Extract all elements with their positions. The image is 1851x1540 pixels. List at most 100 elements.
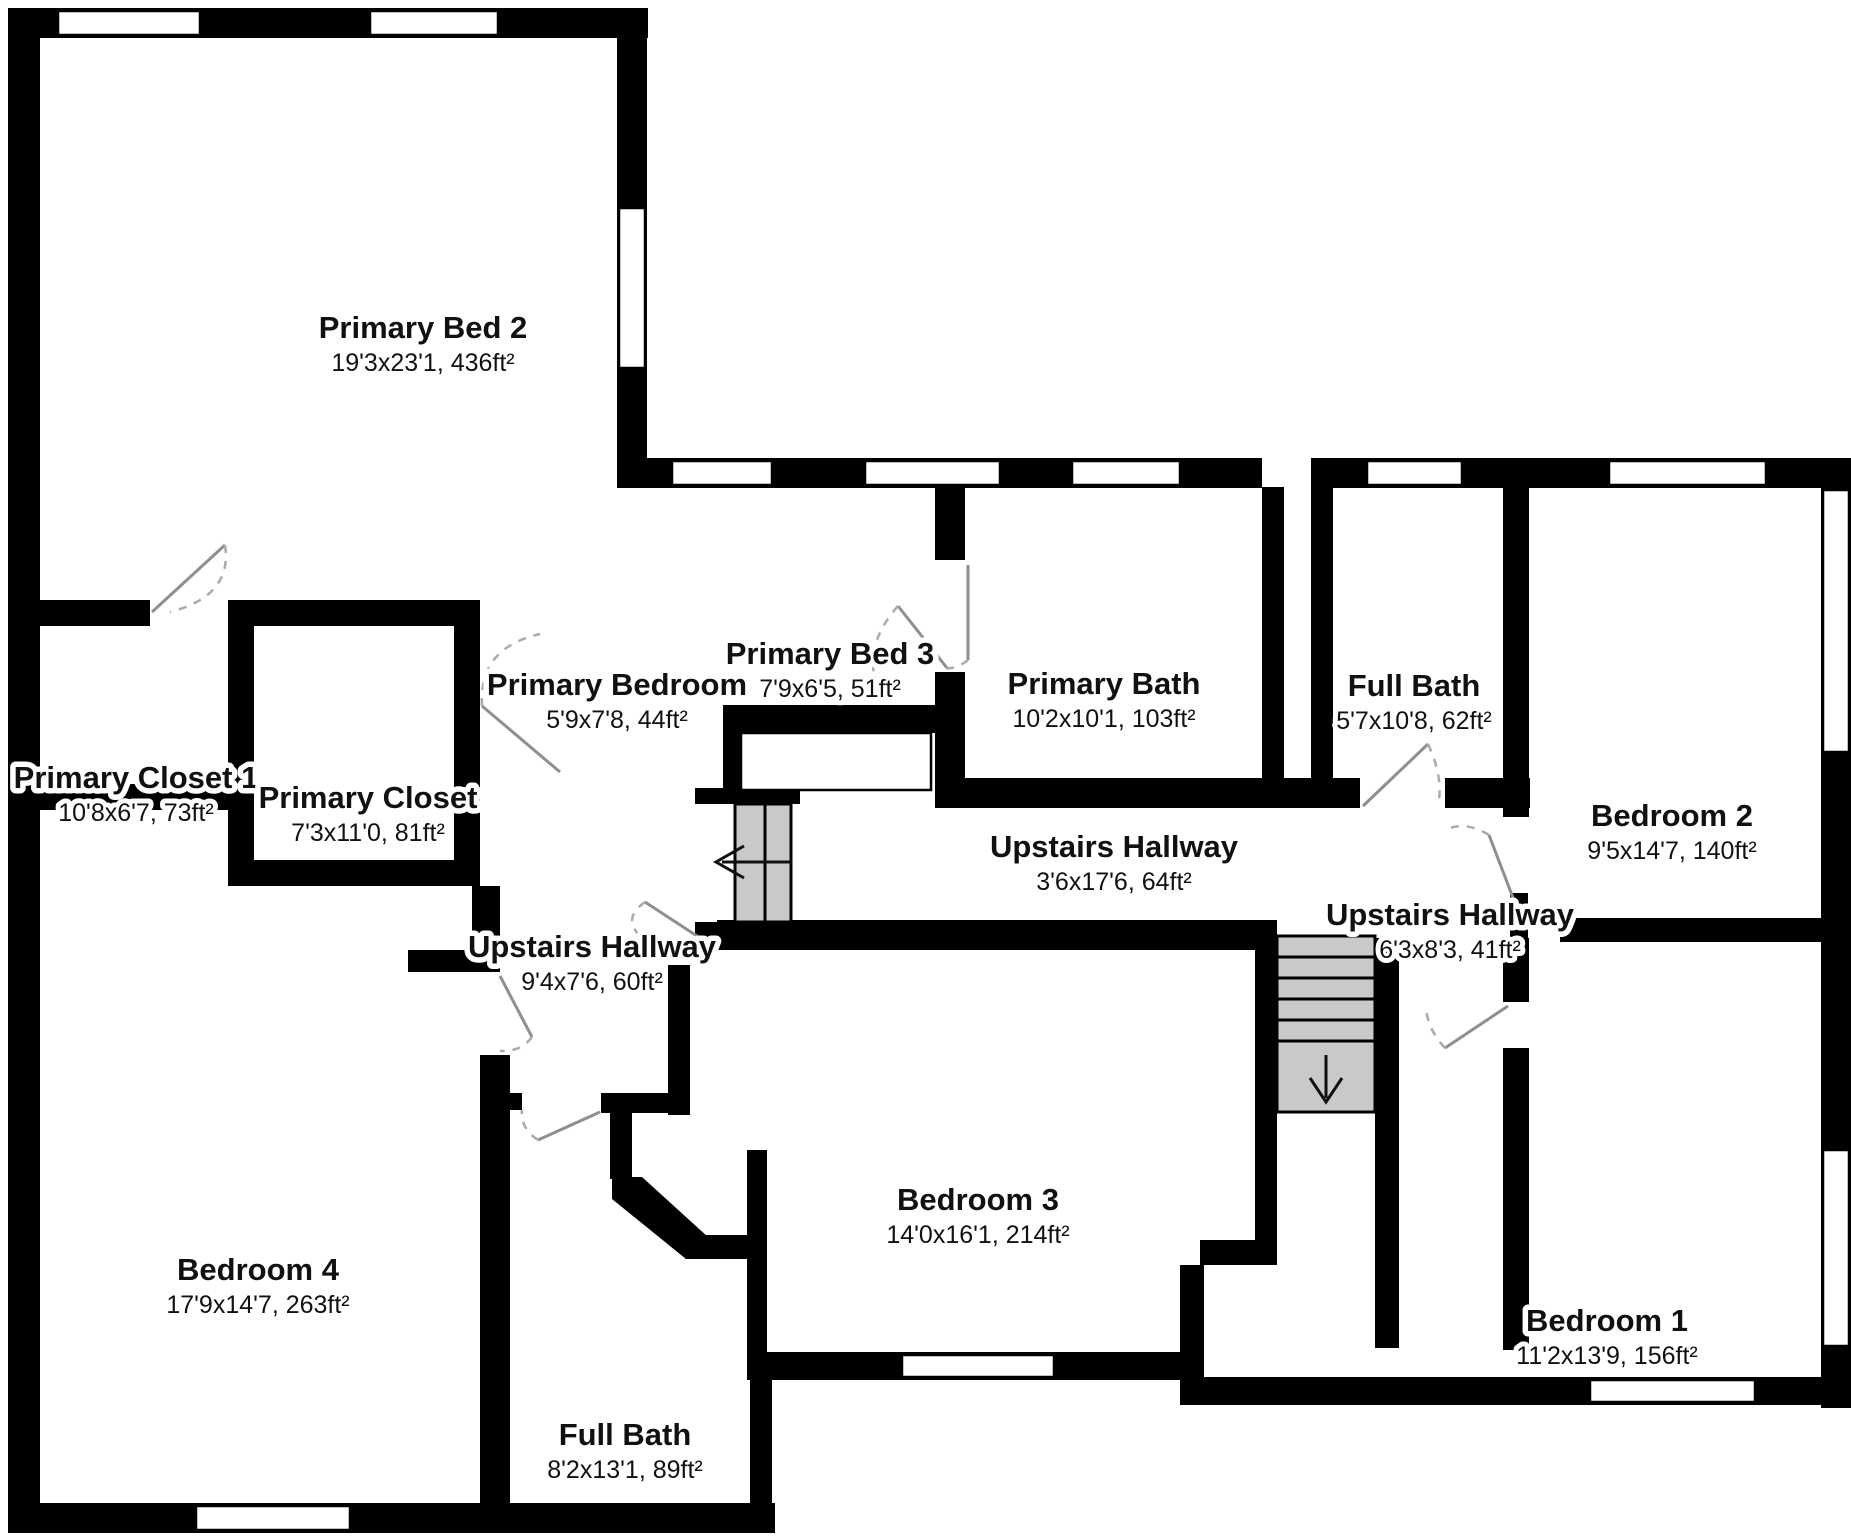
wall xyxy=(228,600,480,626)
window xyxy=(670,459,774,487)
window xyxy=(617,206,647,370)
wall xyxy=(935,672,965,778)
door-leaf xyxy=(1361,742,1430,808)
wall xyxy=(1255,920,1277,1250)
window xyxy=(900,1353,1056,1379)
stair-arrow-down-icon xyxy=(1308,1077,1344,1105)
wall xyxy=(1445,778,1530,808)
doors xyxy=(150,543,1517,1142)
room-label-title: Full Bath xyxy=(559,1417,692,1452)
door-leaf xyxy=(481,704,561,774)
room-label-dims: 8'2x13'1, 89ft² xyxy=(547,1456,702,1484)
room-label-title: Primary Closet 1 xyxy=(14,760,259,795)
window xyxy=(1821,488,1851,754)
wall xyxy=(723,705,950,733)
wall xyxy=(686,1235,750,1259)
wall-diagonal xyxy=(612,1177,708,1259)
room-label-dims: 19'3x23'1, 436ft² xyxy=(331,349,514,377)
wall xyxy=(750,1380,772,1503)
room-label-dims: 9'5x14'7, 140ft² xyxy=(1587,837,1756,865)
wall xyxy=(601,1093,690,1113)
room-label-title: Primary Bed 2 xyxy=(319,310,528,345)
wall xyxy=(228,860,480,886)
wall xyxy=(610,1113,632,1179)
door-leaf xyxy=(150,543,227,614)
room-label-dims: 10'8x6'7, 73ft² xyxy=(58,799,213,827)
room-label-dims: 5'9x7'8, 44ft² xyxy=(546,706,688,734)
room-label-title: Primary Closet xyxy=(259,780,478,815)
wall xyxy=(228,626,254,886)
door-leaf xyxy=(498,975,534,1038)
wall xyxy=(1262,487,1284,778)
door-leaf xyxy=(537,1110,601,1142)
door-swing xyxy=(480,632,541,707)
wall xyxy=(8,784,254,810)
door-swing xyxy=(631,900,646,937)
room-label-title: Upstairs Hallway xyxy=(990,829,1239,864)
staircase-center xyxy=(712,802,793,924)
window xyxy=(1588,1378,1757,1404)
wall xyxy=(1503,487,1529,817)
window xyxy=(1821,1148,1851,1348)
wall xyxy=(935,778,1360,808)
wall xyxy=(717,920,1257,950)
wall xyxy=(480,1055,510,1505)
door-swing xyxy=(1449,824,1490,837)
wall xyxy=(1180,1265,1204,1355)
stair-tread xyxy=(1275,1018,1377,1043)
wall xyxy=(1503,1048,1529,1350)
wall xyxy=(408,950,472,972)
wall xyxy=(472,886,500,972)
wall xyxy=(1560,918,1851,942)
windows xyxy=(56,9,1851,1532)
wall xyxy=(454,626,480,886)
room-label-dims: 14'0x16'1, 214ft² xyxy=(886,1221,1069,1249)
stair-tread xyxy=(1275,934,1377,959)
wall xyxy=(498,1093,522,1110)
room-label-title: Upstairs Hallway xyxy=(1326,897,1575,932)
room-label-title: Primary Bath xyxy=(1008,666,1201,701)
room-label-dims: 7'3x11'0, 81ft² xyxy=(291,819,445,847)
window xyxy=(1070,459,1182,487)
wall xyxy=(935,487,965,560)
door-leaf xyxy=(644,900,701,940)
room-label-title: Bedroom 2 xyxy=(1591,798,1753,833)
door-swing xyxy=(941,659,969,670)
room-label-dims: 10'2x10'1, 103ft² xyxy=(1012,705,1195,733)
door-swing xyxy=(1426,743,1441,807)
wall xyxy=(695,922,800,938)
room-label-dims: 6'3x8'3, 41ft² xyxy=(1379,936,1521,964)
wall xyxy=(8,1503,775,1533)
wall xyxy=(1311,487,1333,808)
room-label-dims: 7'9x6'5, 51ft² xyxy=(759,675,901,703)
room-label-dims: 17'9x14'7, 263ft² xyxy=(166,1291,349,1319)
wall xyxy=(8,600,150,626)
stair-tread xyxy=(1275,976,1377,1001)
room-labels: Primary Bed 2 19'3x23'1, 436ft² Primary Cl… xyxy=(8,305,1762,1490)
door-leaf xyxy=(896,605,949,669)
wall xyxy=(1180,1352,1204,1405)
room-label-title: Upstairs Hallway xyxy=(468,929,717,964)
room-label-title: Full Bath xyxy=(1348,668,1481,703)
wall xyxy=(8,8,40,1533)
window xyxy=(1607,459,1768,487)
room-label-title: Primary Bed 3 xyxy=(726,636,935,671)
wall xyxy=(1510,893,1528,938)
door-swing xyxy=(520,1109,539,1142)
window xyxy=(863,459,1002,487)
stair-tread xyxy=(1275,955,1377,980)
room-label-title: Bedroom 3 xyxy=(897,1182,1059,1217)
stair-arrow-left-icon xyxy=(712,844,745,880)
window xyxy=(368,9,500,37)
wall xyxy=(668,965,690,1115)
door-swing xyxy=(1424,1007,1446,1049)
window xyxy=(1365,459,1464,487)
wall xyxy=(747,1150,767,1380)
door-leaf xyxy=(1487,834,1517,904)
room-label-dims: 9'4x7'6, 60ft² xyxy=(521,968,663,996)
door-leaf xyxy=(1444,1004,1509,1050)
wall xyxy=(1200,1240,1277,1265)
door-swing xyxy=(169,544,228,614)
